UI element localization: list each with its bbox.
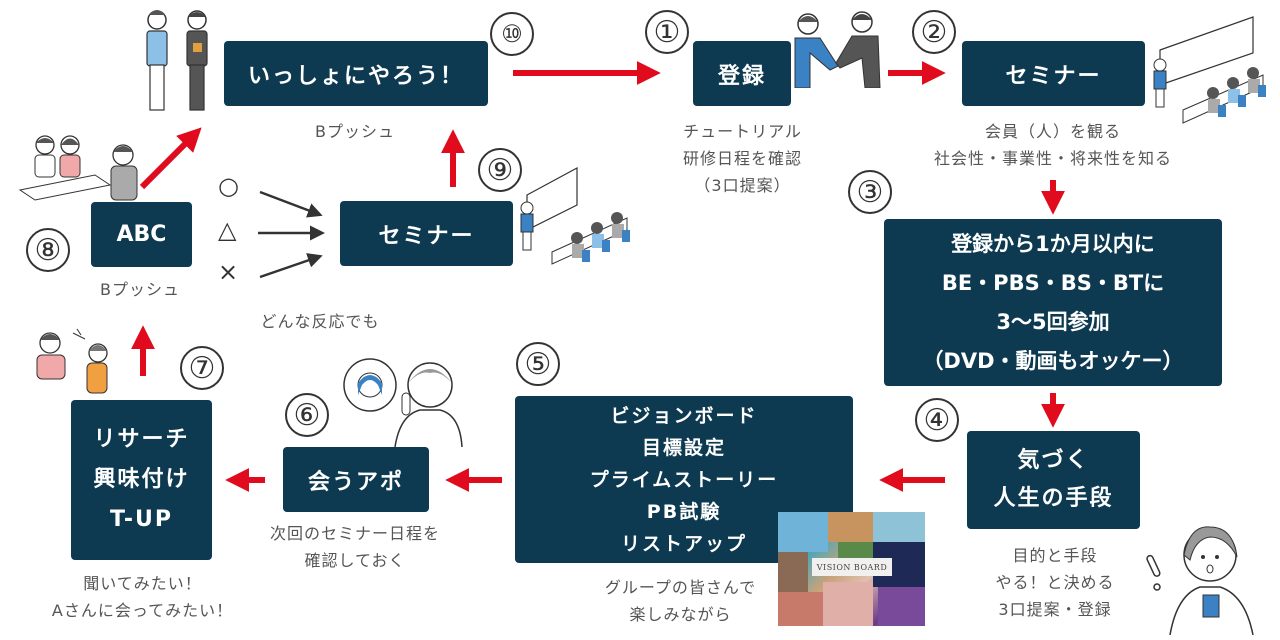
reaction-circle: ○: [218, 172, 239, 200]
step-8-label: ABC: [116, 222, 167, 247]
seminar-illustration-top: [1153, 16, 1266, 124]
vision-board-image: VISION BOARD: [778, 512, 925, 626]
step-4-line: 人生の手段: [993, 486, 1114, 511]
step-5-line: リストアップ: [620, 532, 747, 555]
step-2-number: ②: [912, 10, 956, 54]
reaction-triangle: △: [218, 216, 237, 244]
step-2-note: 会員（人）を観る 社会性・事業性・将来性を知る: [900, 118, 1206, 172]
reaction-cross: ×: [218, 258, 239, 286]
step-10-note-line: Bプッシュ: [315, 122, 395, 141]
step-6-note: 次回のセミナー日程を 確認しておく: [250, 520, 460, 574]
step-2-box: セミナー: [962, 41, 1145, 106]
step-6-note-line: 次回のセミナー日程を: [269, 524, 440, 543]
step-6-note-line: 確認しておく: [304, 551, 406, 570]
step-9-box: セミナー: [340, 201, 513, 266]
step-5-note: グループの皆さんで 楽しみながら: [588, 574, 773, 628]
step-3-number: ③: [848, 170, 892, 214]
step-5-line: ビジョンボード: [610, 404, 758, 427]
step-7-number: ⑦: [180, 346, 224, 390]
meeting-table-illustration: [18, 135, 138, 201]
step-8-note: Bプッシュ: [80, 276, 200, 303]
step-1-number: ①: [645, 10, 689, 54]
seminar-illustration-middle: [520, 166, 630, 265]
step-5-line: プライムストーリー: [589, 468, 779, 491]
step-7-line: T-UP: [110, 507, 173, 532]
step-3-line: 3〜5回参加: [996, 309, 1110, 334]
step-3-box: 登録から1か月以内に BE・PBS・BS・BTに 3〜5回参加 （DVD・動画も…: [884, 219, 1222, 386]
reaction-note: どんな反応でも: [245, 308, 395, 335]
step-5-line: 目標設定: [641, 436, 726, 459]
arrow-circle-to-9: [259, 190, 323, 218]
step-5-note-line: 楽しみながら: [629, 605, 732, 624]
step-2-note-line: 社会性・事業性・将来性を知る: [933, 149, 1172, 168]
step-8-number: ⑧: [26, 228, 70, 272]
step-10-label: いっしょにやろう！: [247, 63, 464, 89]
step-4-note-line: やる！と決める: [995, 573, 1115, 592]
step-10-box: いっしょにやろう！: [224, 41, 488, 106]
conversation-illustration: [36, 328, 108, 394]
step-9-label: セミナー: [378, 223, 475, 249]
step-2-note-line: 会員（人）を観る: [984, 122, 1121, 141]
step-5-line: PB試験: [646, 500, 722, 523]
step-10-number: ⑩: [490, 12, 534, 56]
arrow-cross-to-9: [259, 253, 323, 279]
handshake-illustration: [794, 11, 881, 88]
surprised-woman-illustration: [1146, 526, 1254, 635]
step-5-number: ⑤: [516, 342, 560, 386]
step-2-label: セミナー: [1005, 63, 1102, 89]
step-9-number: ⑨: [478, 148, 522, 192]
step-8-note-line: Bプッシュ: [100, 280, 180, 299]
phone-call-illustration: [343, 358, 463, 447]
step-4-box: 気づく 人生の手段: [967, 431, 1140, 529]
step-10-note: Bプッシュ: [270, 118, 440, 145]
step-5-note-line: グループの皆さんで: [604, 578, 757, 597]
step-4-note: 目的と手段 やる！と決める 3口提案・登録: [975, 542, 1135, 623]
step-3-line: BE・PBS・BS・BTに: [941, 270, 1165, 295]
step-6-label: 会うアポ: [307, 469, 404, 495]
step-7-note: 聞いてみたい！ Aさんに会ってみたい！: [30, 570, 255, 624]
step-7-note-line: Aさんに会ってみたい！: [51, 601, 234, 620]
vision-board-label: VISION BOARD: [812, 558, 892, 576]
two-business-people-illustration: [146, 10, 208, 111]
step-1-note-line: （3口提案）: [694, 176, 791, 195]
step-4-note-line: 目的と手段: [1012, 546, 1098, 565]
step-8-box: ABC: [91, 202, 192, 267]
step-1-label: 登録: [717, 63, 766, 89]
step-6-box: 会うアポ: [283, 447, 429, 512]
step-7-box: リサーチ 興味付け T-UP: [71, 400, 212, 560]
arrow-8-to-10: [139, 127, 202, 190]
step-7-line: リサーチ: [93, 427, 190, 452]
step-1-note: チュートリアル 研修日程を確認 （3口提案）: [650, 118, 835, 199]
step-7-line: 興味付け: [93, 467, 190, 492]
reaction-note-line: どんな反応でも: [260, 312, 380, 331]
step-3-line: 登録から1か月以内に: [951, 231, 1155, 256]
step-7-note-line: 聞いてみたい！: [83, 574, 202, 593]
step-1-note-line: チュートリアル: [683, 122, 802, 141]
step-1-note-line: 研修日程を確認: [682, 149, 802, 168]
step-1-box: 登録: [693, 41, 791, 106]
step-5-box: ビジョンボード 目標設定 プライムストーリー PB試験 リストアップ: [515, 396, 853, 563]
step-4-note-line: 3口提案・登録: [998, 600, 1112, 619]
step-4-line: 気づく: [1017, 448, 1090, 473]
step-4-number: ④: [915, 398, 959, 442]
step-3-line: （DVD・動画もオッケー）: [922, 348, 1184, 373]
step-6-number: ⑥: [285, 393, 329, 437]
